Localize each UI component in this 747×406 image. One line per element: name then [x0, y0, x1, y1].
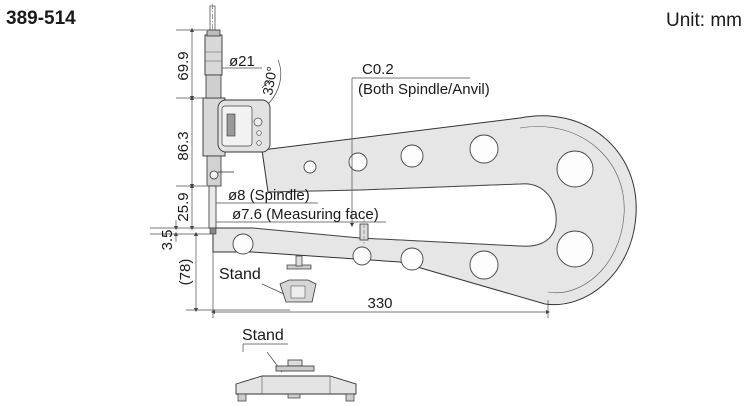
hole: [232, 233, 254, 255]
gauge-frame: [212, 115, 637, 306]
measuring-face-diameter: ø7.6 (Measuring face): [232, 206, 379, 223]
dim-25-9: 25.9: [175, 192, 192, 221]
hole: [400, 247, 424, 271]
frame-holes: [232, 134, 594, 280]
hole: [556, 150, 594, 188]
stand-mount: [279, 255, 317, 303]
dim-78: (78): [177, 259, 194, 286]
stand-label-bottom: Stand: [242, 327, 284, 344]
chamfer-note: (Both Spindle/Anvil): [358, 81, 490, 98]
dim-dia-21: ø21: [229, 53, 255, 70]
hole: [352, 246, 372, 266]
hole: [400, 144, 424, 168]
hole: [556, 230, 594, 268]
dim-330: 330: [367, 295, 392, 312]
dimension-lines: [150, 27, 551, 318]
anvil-post: [359, 218, 369, 244]
hole: [348, 152, 368, 172]
chamfer-label: C0.2: [362, 61, 394, 78]
stand-label-top: Stand: [219, 266, 261, 283]
hole: [469, 134, 499, 164]
digital-indicator-head: [202, 4, 271, 235]
dim-86-3: 86.3: [175, 131, 192, 160]
dim-3-5: 3.5: [159, 230, 176, 251]
hole: [469, 250, 499, 280]
unit-label: Unit: mm: [666, 10, 742, 31]
hole: [303, 160, 317, 174]
dim-69-9: 69.9: [175, 51, 192, 80]
model-number: 389-514: [6, 8, 76, 29]
dim-angle-330: 330°: [259, 65, 280, 96]
spindle-diameter: ø8 (Spindle): [228, 187, 310, 204]
stand-detail: Stand: [235, 327, 357, 402]
